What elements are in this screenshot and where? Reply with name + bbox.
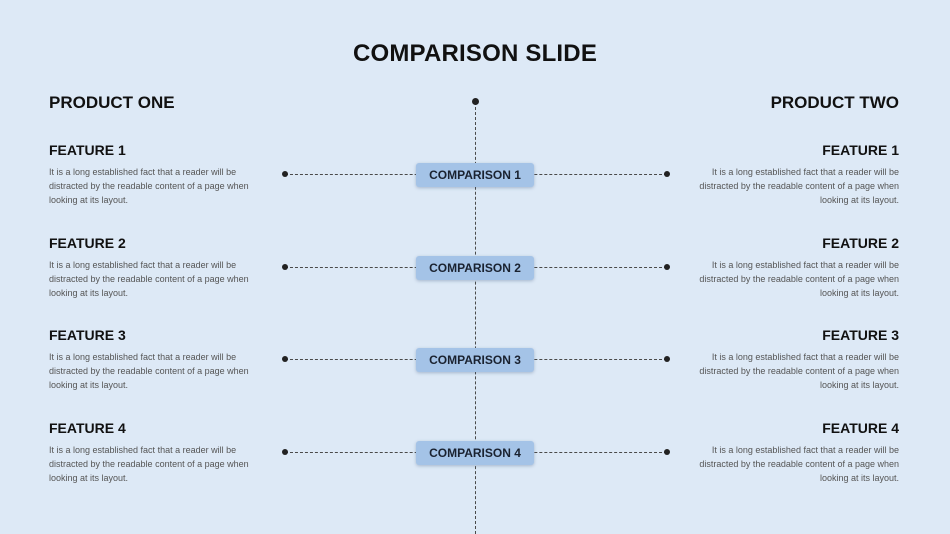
connector-dot-right-4 [664, 449, 670, 455]
center-divider-line [475, 102, 476, 534]
connector-dot-left-2 [282, 264, 288, 270]
right-feature-title-2: FEATURE 2 [822, 235, 899, 251]
connector-dot-right-3 [664, 356, 670, 362]
product-two-title: PRODUCT TWO [770, 93, 899, 112]
connector-dot-left-1 [282, 171, 288, 177]
slide-title: COMPARISON SLIDE [352, 40, 598, 67]
left-feature-text-3: It is a long established fact that a rea… [49, 352, 249, 390]
right-feature-text-3: It is a long established fact that a rea… [699, 352, 899, 390]
left-feature-title-1: FEATURE 1 [49, 142, 126, 158]
left-feature-title-3: FEATURE 3 [49, 327, 126, 343]
connector-dot-left-3 [282, 356, 288, 362]
left-feature-text-1: It is a long established fact that a rea… [49, 167, 249, 205]
connector-dot-right-1 [664, 171, 670, 177]
right-feature-title-1: FEATURE 1 [822, 142, 899, 158]
comparison-badge-2: COMPARISON 2 [416, 256, 534, 280]
right-feature-title-4: FEATURE 4 [822, 420, 899, 436]
right-feature-text-2: It is a long established fact that a rea… [699, 260, 899, 298]
right-feature-text-4: It is a long established fact that a rea… [699, 445, 899, 483]
left-feature-text-4: It is a long established fact that a rea… [49, 445, 249, 483]
left-feature-text-2: It is a long established fact that a rea… [49, 260, 249, 298]
comparison-badge-3: COMPARISON 3 [416, 348, 534, 372]
left-feature-title-2: FEATURE 2 [49, 235, 126, 251]
connector-dot-right-2 [664, 264, 670, 270]
right-feature-title-3: FEATURE 3 [822, 327, 899, 343]
right-feature-text-1: It is a long established fact that a rea… [699, 167, 899, 205]
comparison-badge-4: COMPARISON 4 [416, 441, 534, 465]
left-feature-title-4: FEATURE 4 [49, 420, 126, 436]
connector-dot-left-4 [282, 449, 288, 455]
product-one-title: PRODUCT ONE [49, 93, 175, 112]
comparison-badge-1: COMPARISON 1 [416, 163, 534, 187]
center-top-dot [472, 98, 479, 105]
